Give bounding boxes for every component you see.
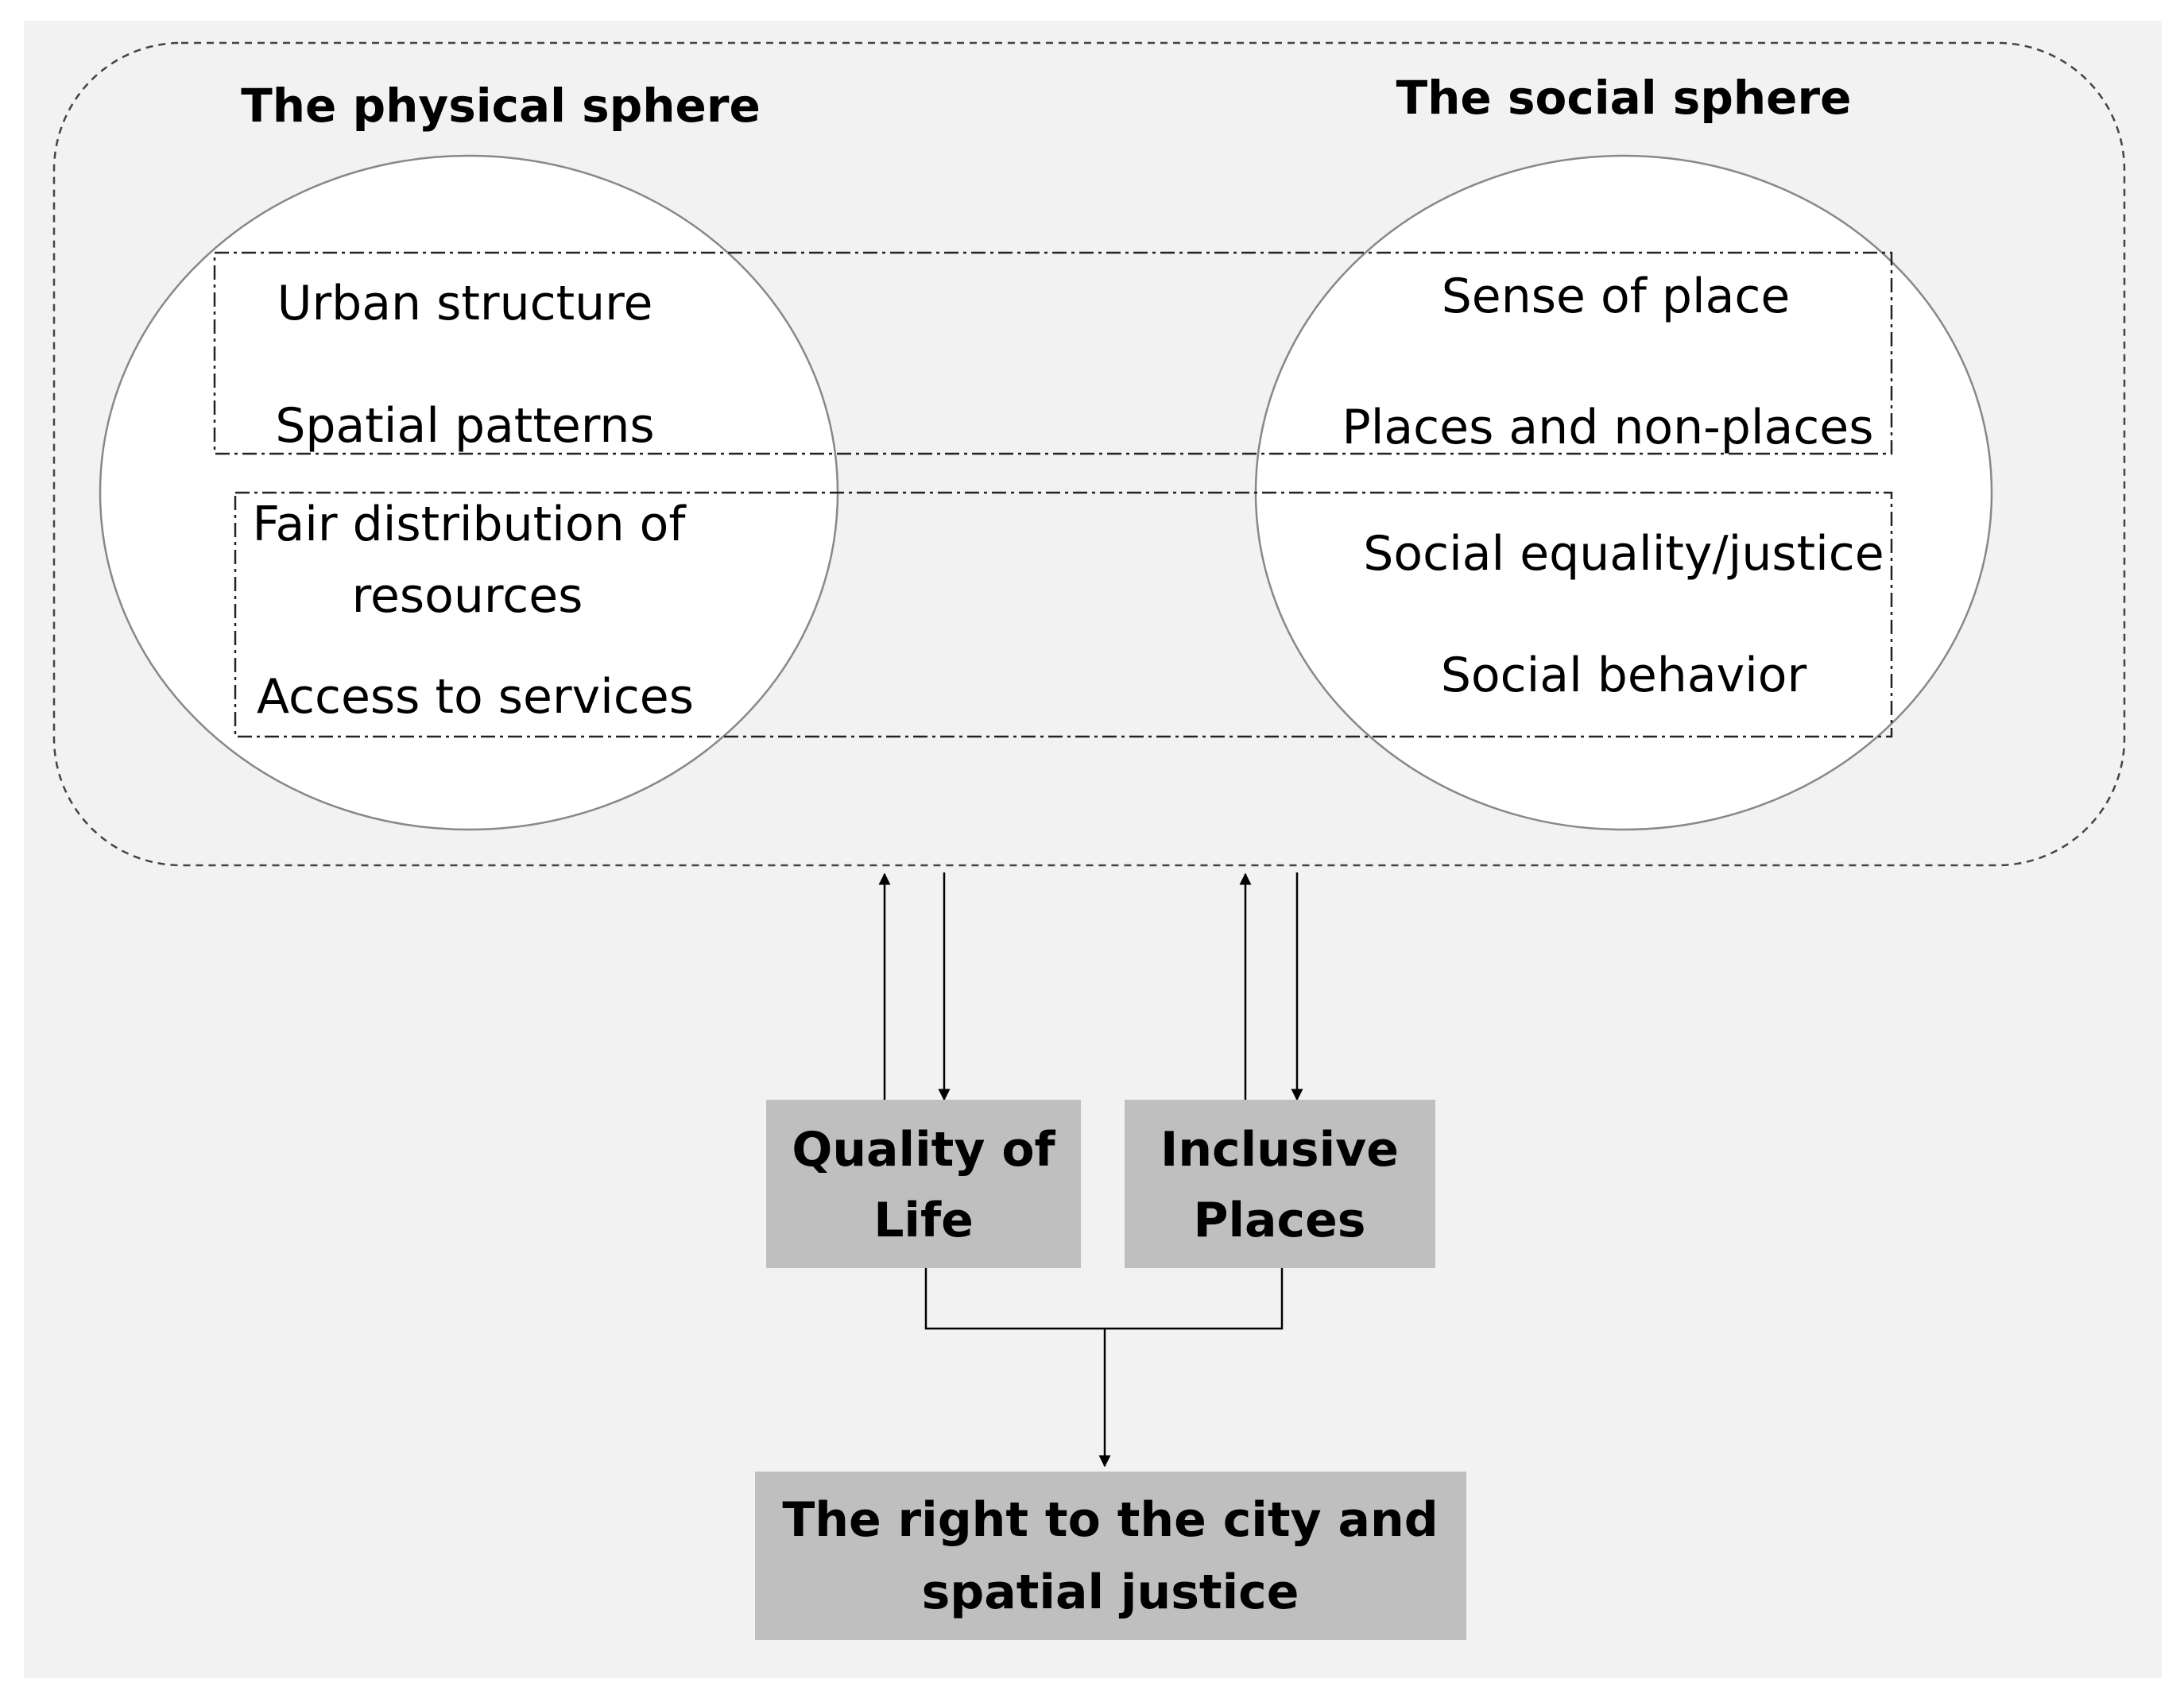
social-equity-band [234, 491, 1893, 738]
inclusive-places-label-line1: Inclusive [1160, 1122, 1399, 1178]
inclusive-places-label-line2: Places [1193, 1193, 1365, 1248]
physical-item-access-to-services: Access to services [257, 669, 694, 725]
inclusive-places-box [1125, 1100, 1435, 1268]
social-item-places-and-non-places: Places and non-places [1342, 400, 1874, 455]
spatial-form-band [213, 251, 1893, 455]
quality-of-life-label-line2: Life [873, 1193, 974, 1248]
social-item-social-equality: Social equality/justice [1363, 526, 1884, 582]
right-to-the-city-label-line1: The right to the city and [782, 1492, 1438, 1548]
right-to-the-city-box [755, 1472, 1466, 1640]
right-to-the-city-label-line2: spatial justice [922, 1565, 1299, 1620]
quality-of-life-label-line1: Quality of [792, 1122, 1055, 1178]
social-item-sense-of-place: Sense of place [1442, 269, 1791, 324]
physical-sphere-title: The physical sphere [241, 79, 761, 133]
quality-of-life-box [766, 1100, 1081, 1268]
social-sphere-title: The social sphere [1396, 71, 1852, 125]
physical-item-spatial-patterns: Spatial patterns [275, 398, 654, 454]
physical-item-urban-structure: Urban structure [277, 276, 653, 331]
social-item-social-behavior: Social behavior [1441, 648, 1807, 703]
spheres-container [52, 41, 2126, 867]
physical-item-fair-distribution: Fair distribution of [252, 497, 687, 552]
physical-item-resources: resources [352, 568, 583, 624]
